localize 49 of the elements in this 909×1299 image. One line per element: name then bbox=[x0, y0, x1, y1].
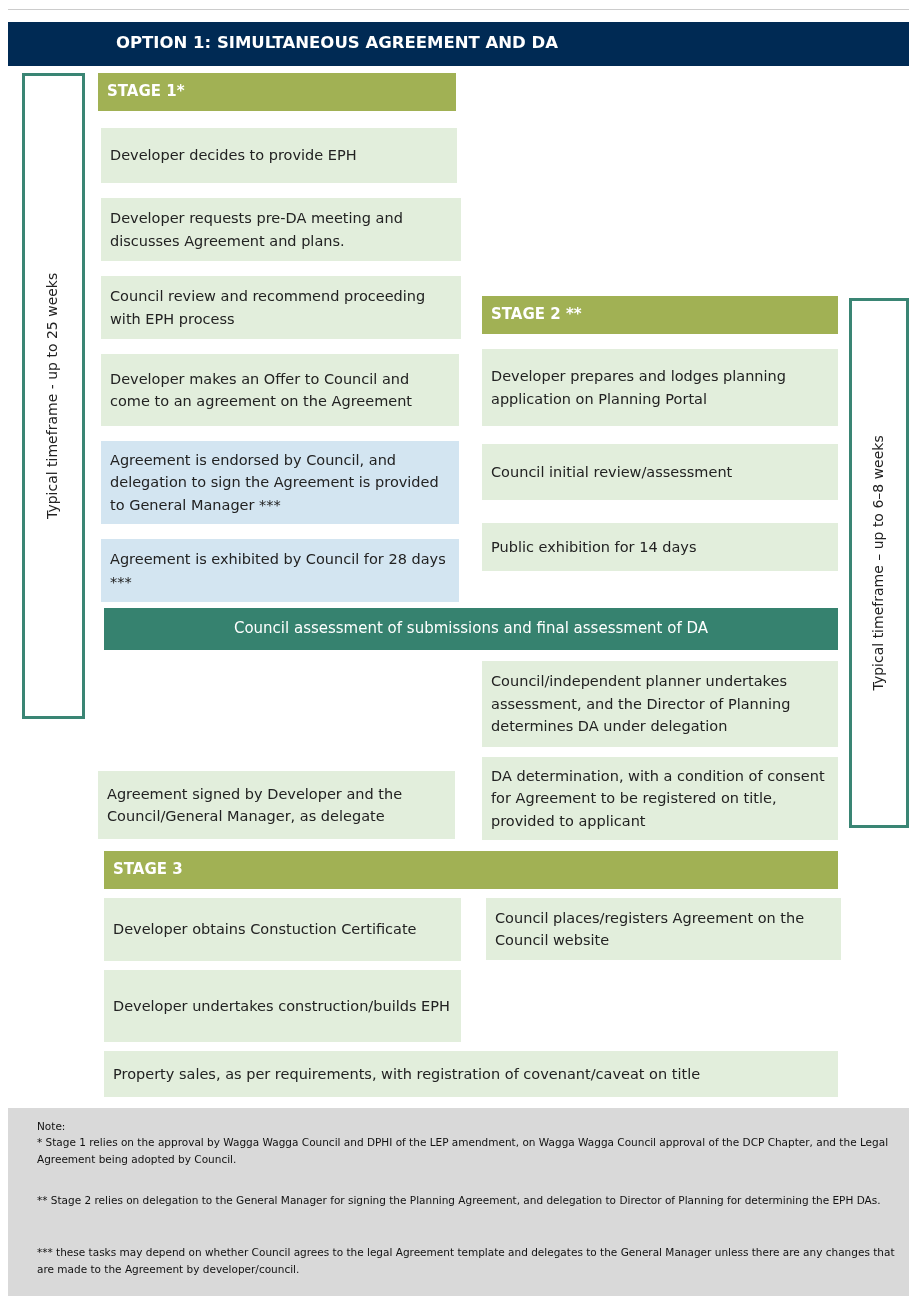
step-text: Developer obtains Constuction Certificate bbox=[113, 920, 417, 940]
stage-header bbox=[104, 851, 838, 889]
step-text: Developer makes an Offer to Council and come to an agreement on the Agreement bbox=[110, 369, 414, 411]
stage-title: STAGE 1* bbox=[107, 81, 185, 103]
timeframe-box bbox=[22, 73, 85, 719]
process-box bbox=[101, 198, 461, 261]
process-box bbox=[101, 128, 457, 183]
timeframe-text: Typical timeframe - up to 25 weeks bbox=[43, 272, 62, 520]
stage-header bbox=[98, 73, 456, 111]
step-text: Council initial review/assessment bbox=[491, 462, 733, 482]
note-text: ** Stage 2 relies on delegation to the General Manager for signing the Planning Agreement, and delegation to Director of Planning for determining the EPH DAs. bbox=[37, 1193, 882, 1208]
step-text: Developer prepares and lodges planning application on Planning Portal bbox=[491, 367, 787, 409]
process-box bbox=[486, 898, 841, 960]
process-box bbox=[104, 898, 461, 961]
note-text: *** these tasks may depend on whether Council agrees to the legal Agreement template and delegates to the General Manager unless there are any changes that are made to the Agreement by developer/council. bbox=[37, 1245, 896, 1277]
step-text: Council review and recommend proceeding with EPH process bbox=[110, 287, 427, 329]
stage-title: STAGE 2 ** bbox=[491, 304, 582, 326]
step-text: Agreement is endorsed by Council, and delegation to sign the Agreement is provided to General Manager *** bbox=[110, 450, 440, 515]
timeframe-box bbox=[849, 298, 909, 828]
note-heading: Note: bbox=[37, 1119, 67, 1134]
step-text: Council places/registers Agreement on the Council website bbox=[495, 908, 806, 950]
title: OPTION 1: SIMULTANEOUS AGREEMENT AND DA bbox=[116, 33, 558, 52]
process-box bbox=[482, 757, 838, 840]
assessment-band bbox=[104, 608, 838, 650]
step-text: Developer requests pre-DA meeting and discusses Agreement and plans. bbox=[110, 209, 404, 251]
timeframe-text: Typical timeframe – up to 6–8 weeks bbox=[869, 435, 888, 691]
step-text: Agreement is exhibited by Council for 28 days *** bbox=[110, 550, 447, 592]
step-text: Council/independent planner undertakes assessment, and the Director of Planning determines DA under delegation bbox=[491, 672, 792, 737]
step-text: DA determination, with a condition of consent for Agreement to be registered on title, provided to applicant bbox=[491, 766, 826, 831]
step-text: Developer decides to provide EPH bbox=[110, 146, 357, 166]
stage-title: STAGE 3 bbox=[113, 859, 183, 881]
step-text: Agreement signed by Developer and the Council/General Manager, as delegate bbox=[107, 784, 404, 826]
process-box bbox=[104, 1051, 838, 1097]
process-box bbox=[482, 661, 838, 747]
step-text: Council assessment of submissions and final assessment of DA bbox=[233, 618, 709, 640]
process-box bbox=[482, 523, 838, 571]
process-box bbox=[101, 354, 459, 426]
process-box bbox=[482, 349, 838, 426]
process-box bbox=[101, 539, 459, 602]
step-text: Public exhibition for 14 days bbox=[491, 537, 697, 557]
process-box bbox=[98, 771, 455, 839]
process-box bbox=[104, 970, 461, 1042]
stage-header bbox=[482, 296, 838, 334]
step-text: Property sales, as per requirements, with registration of covenant/caveat on title bbox=[113, 1064, 701, 1084]
step-text: Developer undertakes construction/builds EPH bbox=[113, 996, 450, 1016]
process-box bbox=[101, 276, 461, 339]
note-text: * Stage 1 relies on the approval by Wagga Wagga Council and DPHI of the LEP amendment, on Wagga Wagga Council approval of the DCP Chapter, and the Legal Agreement being adopted by Council. bbox=[37, 1135, 890, 1167]
process-box bbox=[482, 444, 838, 500]
process-box bbox=[101, 441, 459, 524]
